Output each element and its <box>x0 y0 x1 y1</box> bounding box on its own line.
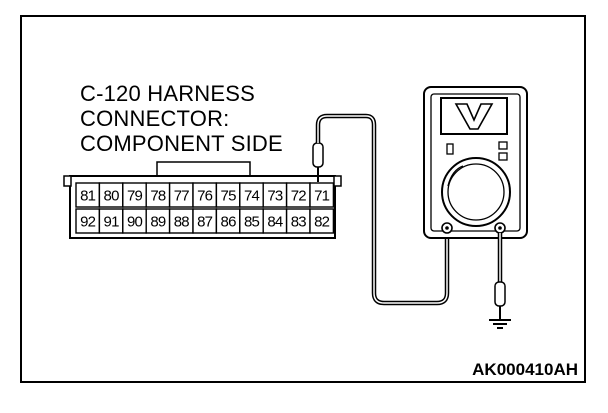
connector-title-line-1: C-120 HARNESS <box>80 81 255 106</box>
connector-pin-label: 79 <box>127 188 143 205</box>
connector-title-line-3: COMPONENT SIDE <box>80 131 283 156</box>
probe-handle <box>312 142 324 168</box>
connector-pin-cell <box>309 182 335 208</box>
ground-lead <box>494 233 506 320</box>
connector-pin-label: 72 <box>291 188 307 205</box>
connector-pin-label: 73 <box>267 188 283 205</box>
connector-pin-cell <box>309 208 335 234</box>
dial-pointer-mark <box>447 165 464 187</box>
connector-pin-label: 82 <box>314 214 330 231</box>
meter-mode-button-right-top <box>498 141 508 150</box>
connector-pin-label: 75 <box>221 188 237 205</box>
connector-pin-label: 80 <box>104 188 120 205</box>
harness-connector: 81 80 79 78 77 76 75 74 73 72 71 92 91 90 89 88 87 86 85 84… <box>63 161 342 239</box>
meter-mode-button-left <box>446 143 454 155</box>
connector-title-line-2: CONNECTOR: <box>80 106 230 131</box>
ground-symbol-icon <box>489 319 511 329</box>
connector-pin-label: 92 <box>80 214 96 231</box>
diagram-frame <box>20 15 586 383</box>
connector-lock-tab <box>156 161 251 176</box>
multimeter-bezel <box>430 93 521 232</box>
connector-pin-label: 88 <box>174 214 190 231</box>
voltage-v-symbol-icon <box>454 103 494 130</box>
connector-pin-label: 81 <box>80 188 96 205</box>
connector-pin-label: 83 <box>291 214 307 231</box>
connector-probe <box>312 142 324 182</box>
connector-pin-label: 91 <box>104 214 120 231</box>
connector-pin-label: 77 <box>174 188 190 205</box>
connector-pin-label: 87 <box>197 214 213 231</box>
connector-pin-label: 86 <box>221 214 237 231</box>
connector-pin-label: 74 <box>244 188 260 205</box>
connector-pin-label: 78 <box>150 188 166 205</box>
ground-probe-handle <box>494 281 506 307</box>
connector-pin-label: 76 <box>197 188 213 205</box>
multimeter <box>423 86 528 239</box>
connector-pin-label: 71 <box>314 188 330 205</box>
figure-reference-code: AK000410AH <box>472 360 578 379</box>
connector-right-notch <box>333 175 342 187</box>
connector-pin-label: 90 <box>127 214 143 231</box>
connector-left-notch <box>63 175 72 187</box>
connector-pin-label: 84 <box>267 214 283 231</box>
meter-mode-button-right-bottom <box>498 152 508 161</box>
connector-pin-label: 89 <box>150 214 166 231</box>
connector-pin-label: 85 <box>244 214 260 231</box>
